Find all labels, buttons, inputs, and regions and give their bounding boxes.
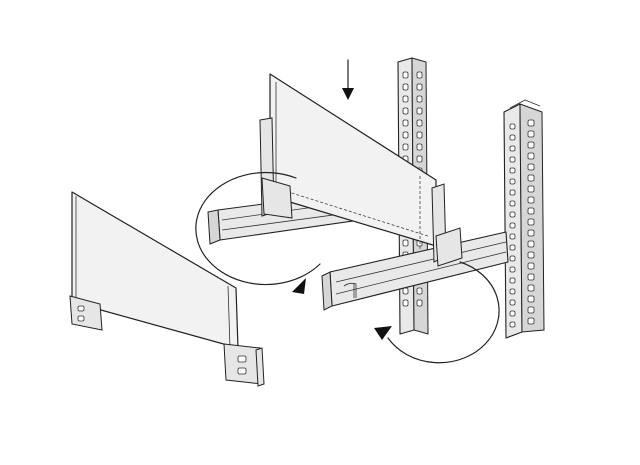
perforation-hole [509, 310, 516, 317]
perforation-hole [527, 130, 535, 138]
perforation-hole [509, 299, 516, 306]
perforation-hole [416, 95, 423, 103]
perforation-hole [527, 174, 535, 182]
perforation-hole [527, 207, 535, 215]
perforation-hole [527, 295, 535, 303]
perforation-hole [509, 145, 516, 152]
perforation-hole [509, 244, 516, 251]
perforation-hole [416, 143, 423, 151]
perforation-hole [509, 266, 516, 273]
perforation-hole [509, 189, 516, 196]
perforation-hole [416, 71, 423, 79]
perforation-hole [527, 163, 535, 171]
perforation-hole [402, 107, 409, 115]
perforation-hole [416, 107, 423, 115]
perforation-hole [527, 152, 535, 160]
perforation-hole [509, 178, 516, 185]
perforation-hole [77, 315, 85, 322]
perforation-hole [509, 156, 516, 163]
perforation-hole [527, 262, 535, 270]
perforation-hole [237, 355, 247, 363]
perforation-hole [402, 131, 409, 139]
perforation-hole [402, 83, 409, 91]
perforation-hole [527, 229, 535, 237]
perforation-hole [527, 119, 535, 127]
perforation-hole [509, 200, 516, 207]
downward-arrow [342, 59, 354, 100]
perforation-hole [509, 277, 516, 284]
perforation-hole [509, 233, 516, 240]
perforation-hole [509, 222, 516, 229]
upper-divider-panel [259, 73, 463, 267]
perforation-hole [416, 287, 423, 295]
perforation-hole [527, 251, 535, 259]
perforation-hole [402, 299, 409, 307]
perforation-hole [527, 273, 535, 281]
perforation-hole [416, 299, 423, 307]
perforation-hole [509, 255, 516, 262]
perforation-hole [527, 317, 535, 325]
perforation-hole [402, 119, 409, 127]
perforation-hole [509, 134, 516, 141]
perforation-hole [527, 218, 535, 226]
perforation-hole [77, 305, 85, 312]
perforation-hole [527, 185, 535, 193]
perforation-hole [527, 306, 535, 314]
curved-arrow-lower [374, 326, 392, 340]
perforation-hole [527, 240, 535, 248]
perforation-hole [527, 141, 535, 149]
perforation-hole [402, 239, 409, 247]
lower-left-divider-panel [69, 191, 265, 387]
perforation-hole [527, 196, 535, 204]
perforation-hole [509, 321, 516, 328]
front-upright-column [503, 99, 545, 339]
perforation-hole [416, 131, 423, 139]
perforation-hole [402, 143, 409, 151]
perforation-hole [509, 288, 516, 295]
perforation-hole [402, 71, 409, 79]
perforation-hole [509, 123, 516, 130]
perforation-hole [509, 167, 516, 174]
perforation-hole [527, 284, 535, 292]
curved-arrow-upper [292, 278, 306, 294]
perforation-hole [416, 83, 423, 91]
perforation-hole [402, 95, 409, 103]
perforation-hole [416, 119, 423, 127]
perforation-hole [416, 155, 423, 163]
perforation-hole [237, 367, 247, 375]
detail-circle-lower [387, 261, 500, 364]
perforation-hole [402, 287, 409, 295]
perforation-hole [509, 211, 516, 218]
detail-circle-upper [195, 171, 321, 286]
